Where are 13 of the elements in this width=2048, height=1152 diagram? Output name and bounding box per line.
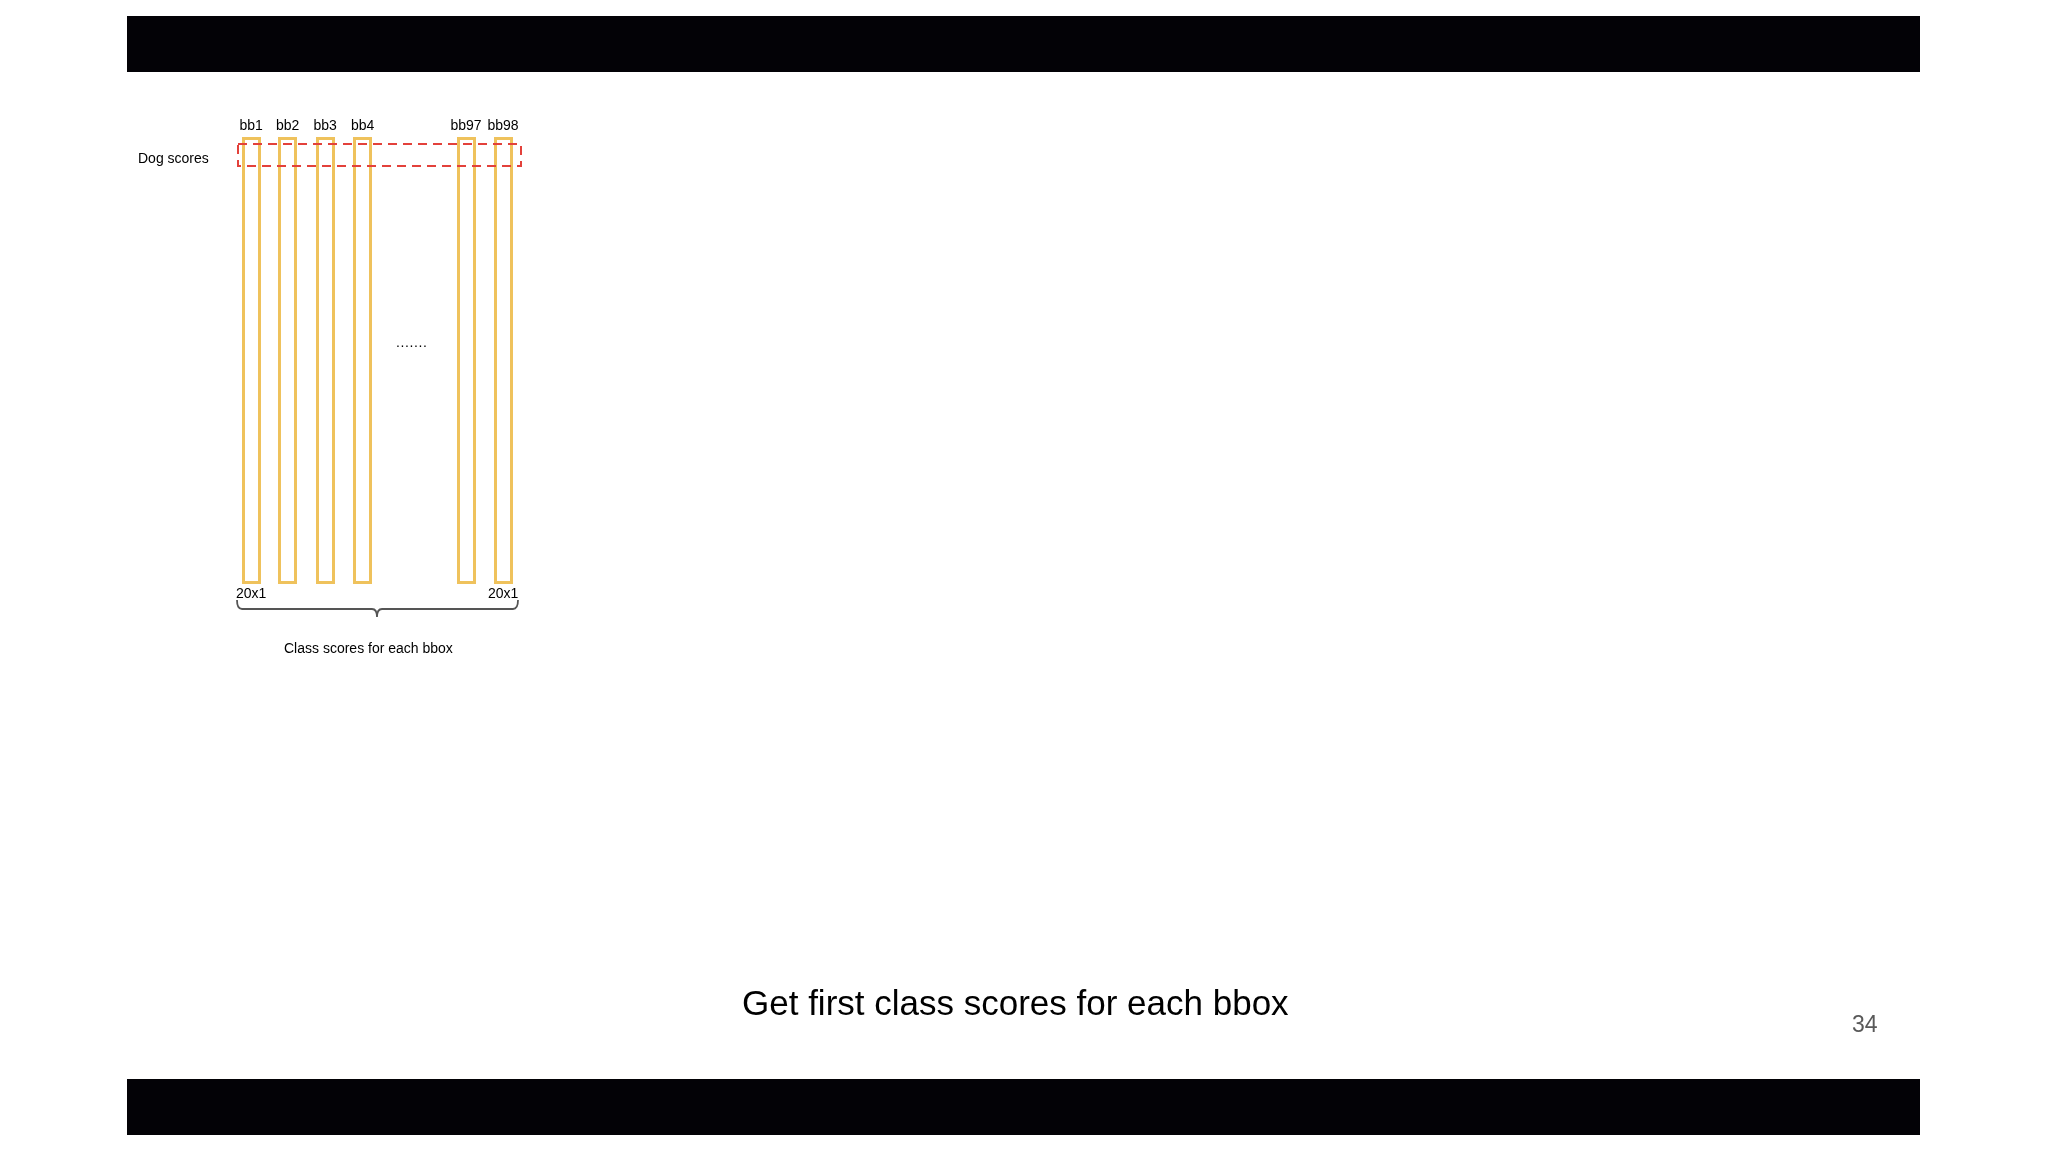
- column-label: bb98: [487, 117, 519, 134]
- size-label: 20x1: [488, 585, 519, 602]
- ellipsis: .......: [396, 334, 428, 351]
- size-label: 20x1: [236, 585, 267, 602]
- page-number: 34: [1852, 1011, 1878, 1038]
- column-label: bb3: [313, 117, 337, 134]
- column-label: bb4: [351, 117, 375, 134]
- slide-title: Get first class scores for each bbox: [742, 983, 1289, 1024]
- column-label: bb2: [276, 117, 300, 134]
- bracket-caption: Class scores for each bbox: [284, 640, 453, 657]
- row-label: Dog scores: [138, 150, 209, 167]
- column-label: bb1: [239, 117, 263, 134]
- column-label: bb97: [450, 117, 482, 134]
